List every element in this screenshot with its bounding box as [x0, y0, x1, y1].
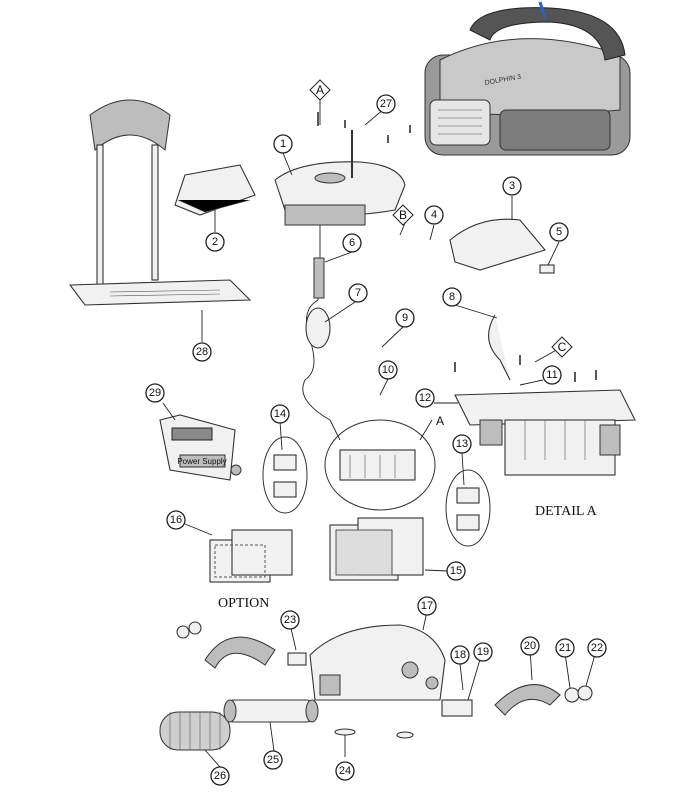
marker-b: B	[392, 204, 414, 226]
svg-text:B: B	[399, 208, 407, 222]
callout-11: 11	[542, 365, 562, 385]
callout-1: 1	[273, 134, 293, 154]
cable-assembly	[302, 225, 341, 441]
part-2-side-panel	[174, 164, 256, 216]
callout-14: 14	[270, 404, 290, 424]
track-left	[204, 636, 276, 669]
svg-text:13: 13	[456, 438, 468, 450]
callout-3: 3	[502, 176, 522, 196]
svg-text:9: 9	[402, 312, 408, 324]
callout-18: 18	[450, 645, 470, 665]
svg-text:11: 11	[546, 369, 557, 381]
callout-25: 25	[263, 750, 283, 770]
callout-26: 26	[210, 766, 230, 786]
callout-29: 29	[145, 383, 165, 403]
svg-text:14: 14	[274, 408, 286, 420]
callout-12: 12	[415, 388, 435, 408]
filter-15	[329, 517, 424, 581]
svg-text:28: 28	[196, 346, 208, 358]
svg-text:16: 16	[170, 514, 182, 526]
callout-24: 24	[335, 761, 355, 781]
svg-text:27: 27	[380, 98, 392, 110]
svg-text:17: 17	[421, 600, 433, 612]
filter-pack-13	[445, 469, 491, 547]
svg-text:4: 4	[431, 209, 437, 221]
part-5-clip	[539, 264, 555, 274]
part-1-top-cover	[274, 130, 406, 226]
svg-text:22: 22	[591, 642, 603, 654]
marker-a-top: A	[309, 79, 331, 101]
part-8-hose	[488, 314, 511, 381]
callout-19: 19	[473, 642, 493, 662]
detail-a-inset	[324, 419, 436, 511]
callout-17: 17	[417, 596, 437, 616]
callout-7: 7	[348, 283, 368, 303]
svg-text:19: 19	[477, 646, 489, 658]
callout-8: 8	[442, 287, 462, 307]
svg-text:21: 21	[559, 642, 571, 654]
wheel-left-a	[176, 625, 190, 639]
marker-a-detail: A	[436, 414, 444, 428]
filter-option-16	[209, 529, 293, 583]
roller-25	[223, 699, 319, 723]
svg-text:15: 15	[450, 565, 462, 577]
svg-text:6: 6	[349, 237, 355, 249]
part-23-bracket	[287, 652, 307, 666]
callout-9: 9	[395, 308, 415, 328]
caption-detail-a: DETAIL A	[535, 504, 598, 519]
callout-22: 22	[587, 638, 607, 658]
callout-6: 6	[342, 233, 362, 253]
svg-text:1: 1	[280, 138, 286, 150]
caption-option: OPTION	[218, 596, 269, 611]
callout-2: 2	[205, 232, 225, 252]
svg-text:7: 7	[355, 287, 361, 299]
power-supply-unit: Power Supply	[159, 414, 242, 481]
svg-text:24: 24	[339, 765, 351, 777]
caddy-stand	[68, 99, 252, 306]
wheel-21	[564, 687, 580, 703]
part-3-cover	[449, 218, 546, 271]
svg-text:C: C	[558, 340, 567, 354]
robot-render: DOLPHIN 3	[424, 1, 631, 156]
callout-28: 28	[192, 342, 212, 362]
brush-26	[159, 711, 231, 751]
svg-text:18: 18	[454, 649, 466, 661]
filter-pack-14	[262, 436, 308, 514]
callout-16: 16	[166, 510, 186, 530]
callout-21: 21	[555, 638, 575, 658]
svg-text:2: 2	[212, 236, 218, 248]
marker-c: C	[551, 336, 573, 358]
callout-5: 5	[549, 222, 569, 242]
svg-text:5: 5	[556, 226, 562, 238]
callout-15: 15	[446, 561, 466, 581]
part-24-disc	[334, 728, 356, 736]
svg-text:A: A	[316, 83, 324, 97]
track-right-20	[494, 684, 561, 716]
part-19-bracket	[441, 699, 473, 717]
callout-27: 27	[376, 94, 396, 114]
part-24b-disc	[396, 731, 414, 739]
svg-text:29: 29	[149, 387, 161, 399]
callout-23: 23	[280, 610, 300, 630]
callout-10: 10	[378, 360, 398, 380]
svg-text:12: 12	[419, 392, 431, 404]
svg-text:10: 10	[382, 364, 394, 376]
callout-13: 13	[452, 434, 472, 454]
screw-set	[317, 112, 597, 382]
svg-text:3: 3	[509, 180, 515, 192]
detail-a-assembly	[454, 389, 636, 476]
svg-text:25: 25	[267, 754, 279, 766]
callout-4: 4	[424, 205, 444, 225]
power-supply-label: Power Supply	[177, 457, 226, 466]
svg-text:20: 20	[524, 640, 536, 652]
bottom-body-17	[309, 624, 446, 701]
svg-text:26: 26	[214, 770, 226, 782]
wheel-22	[577, 685, 593, 701]
callout-20: 20	[520, 636, 540, 656]
svg-text:23: 23	[284, 614, 296, 626]
svg-text:8: 8	[449, 291, 455, 303]
wheel-left-b	[188, 621, 202, 635]
